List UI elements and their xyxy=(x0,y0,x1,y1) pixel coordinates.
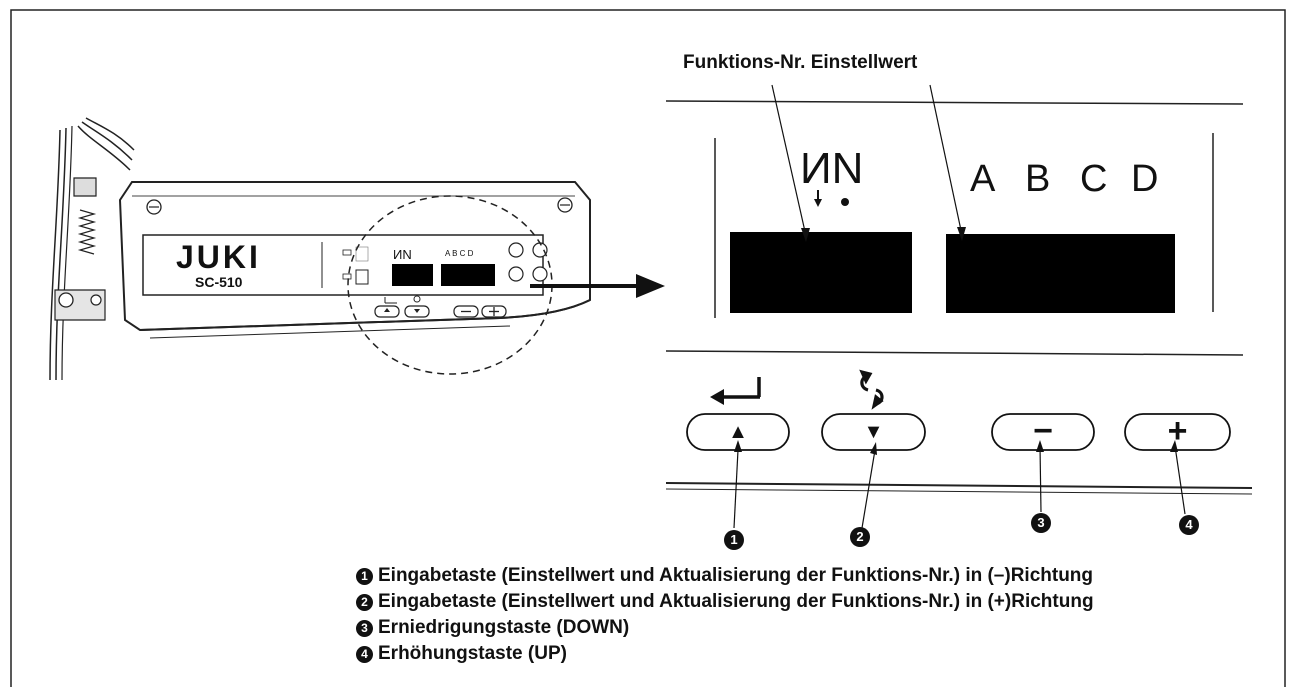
setting-value-display xyxy=(946,234,1175,313)
button-2-symbol[interactable]: ▼ xyxy=(863,421,884,443)
small-display-left-label: ИN xyxy=(393,247,412,262)
header-label: Funktions-Nr. Einstellwert xyxy=(683,52,918,73)
button-3-symbol[interactable]: − xyxy=(1033,412,1053,450)
callout-3-circle xyxy=(1031,513,1051,533)
cable-line xyxy=(85,117,135,151)
setting-letter-a: A xyxy=(970,158,996,200)
setting-letter-c: C xyxy=(1080,158,1108,200)
outer-frame xyxy=(10,9,1286,687)
panel-bottom-line xyxy=(665,482,1253,489)
panel-knob xyxy=(508,266,524,282)
enlarged-display xyxy=(665,84,1253,550)
model-label: SC-510 xyxy=(195,274,243,290)
small-display-right-label: A B C D xyxy=(445,249,474,258)
callout-2-circle xyxy=(850,527,870,547)
brand-logo-text: JUKI xyxy=(176,239,261,275)
function-symbols: ИN xyxy=(800,144,864,193)
setting-letter-d: D xyxy=(1131,158,1159,200)
callout-1-circle xyxy=(724,530,744,550)
callout-2-number: 2 xyxy=(856,529,864,544)
legend-number: 1 xyxy=(356,567,373,585)
cable-line xyxy=(81,121,133,161)
callout-3-number: 3 xyxy=(1037,515,1045,530)
legend-item-3: 3 Erniedrigungstaste (DOWN) xyxy=(356,617,629,639)
small-display-right xyxy=(441,264,495,286)
panel-middle-line xyxy=(665,350,1244,356)
legend-item-2: 2 Eingabetaste (Einstellwert und Aktuali… xyxy=(356,591,1094,613)
refresh-arrows-icon xyxy=(859,369,884,410)
panel-bottom-line-2 xyxy=(665,488,1253,495)
panel-knob xyxy=(508,242,524,258)
panel-top-line xyxy=(665,100,1244,105)
callout-4-circle xyxy=(1179,515,1199,535)
button-1-symbol[interactable]: ▲ xyxy=(728,421,748,443)
cable-line xyxy=(49,129,61,381)
legend-text: Erniedrigungstaste (DOWN) xyxy=(378,617,630,638)
legend-text: Erhöhungstaste (UP) xyxy=(378,643,567,664)
cable-line xyxy=(77,125,131,171)
function-number-display xyxy=(730,232,912,313)
panel-knob xyxy=(532,242,548,258)
legend-text: Eingabetaste (Einstellwert und Aktualisi… xyxy=(378,565,1094,586)
panel-knob xyxy=(532,266,548,282)
setting-letter-b: B xyxy=(1025,158,1051,200)
cable-line xyxy=(61,125,73,381)
callout-4-number: 4 xyxy=(1185,517,1193,532)
spring-coil xyxy=(77,209,97,255)
button-4-symbol[interactable]: + xyxy=(1167,412,1188,450)
control-box-illustration xyxy=(49,117,591,381)
legend-number: 3 xyxy=(356,619,373,637)
legend-text: Eingabetaste (Einstellwert und Aktualisi… xyxy=(378,591,1094,612)
bracket-screw xyxy=(58,292,74,308)
small-display-left xyxy=(392,264,433,286)
pointer-arrow xyxy=(530,274,665,298)
legend-number: 2 xyxy=(356,593,373,611)
callout-1-number: 1 xyxy=(730,532,738,547)
bracket-screw xyxy=(90,294,102,306)
cable-line xyxy=(55,127,67,381)
legend-item-1: 1 Eingabetaste (Einstellwert und Aktuali… xyxy=(356,565,1093,587)
enter-arrow-icon xyxy=(710,377,761,405)
legend-item-4: 4 Erhöhungstaste (UP) xyxy=(356,643,567,665)
legend-number: 4 xyxy=(356,645,373,663)
connector-block xyxy=(73,177,97,197)
